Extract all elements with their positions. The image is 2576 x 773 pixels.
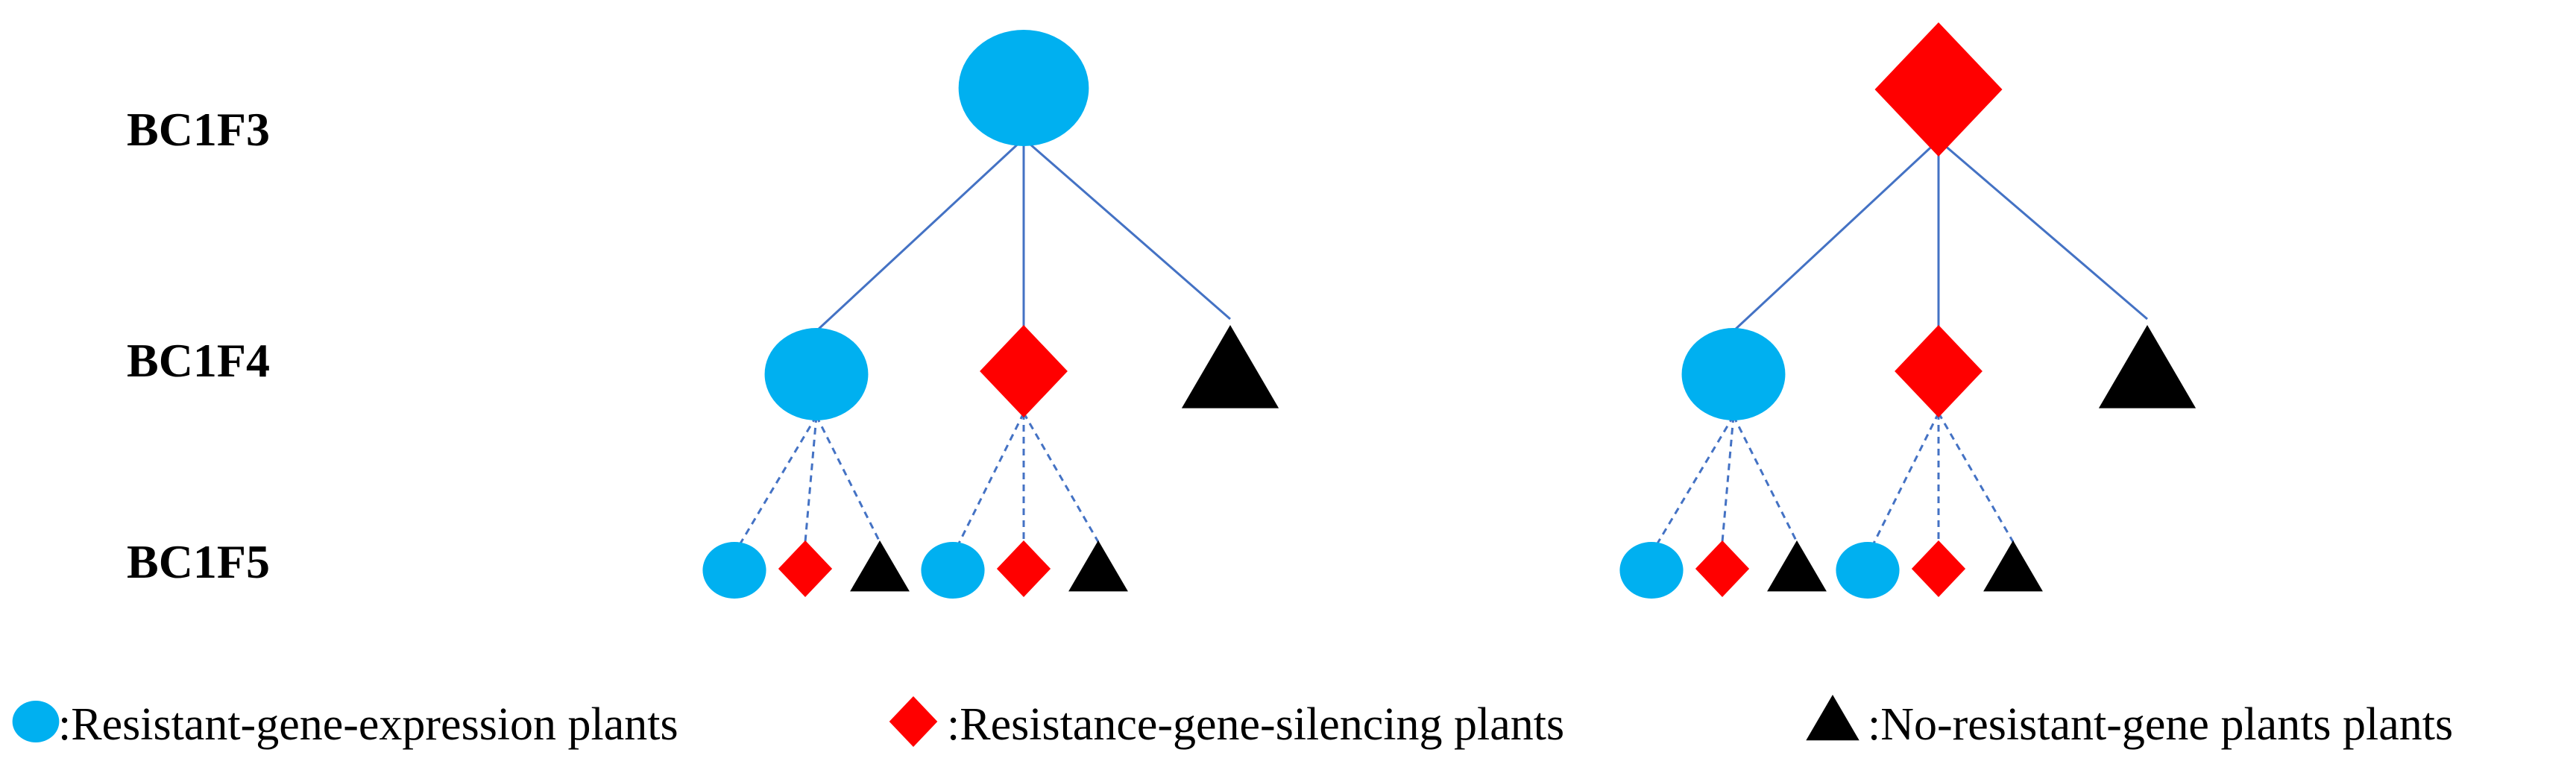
tree-2-dashed-connector-1-3 [1732, 415, 1798, 543]
tree-1-solid-connector-1 [815, 137, 1025, 332]
tree-2-dashed-connector-2-1 [1872, 412, 1940, 544]
tree-1-bc1f3-circle-icon [958, 30, 1089, 146]
tree-2-solid-connector-1 [1732, 139, 1940, 332]
tree-1-bc1f5-triangle-icon-1-3 [850, 540, 910, 592]
resistant-gene-expression-plant-circle-icon [12, 701, 60, 742]
legend: :Resistant-gene-expression plants :Resis… [12, 695, 2453, 750]
tree-2-bc1f4-diamond-icon [1895, 325, 1983, 417]
legend-label-resistant-gene-expression: :Resistant-gene-expression plants [58, 699, 678, 750]
tree-1-bc1f5-circle-icon-1-1 [702, 542, 766, 599]
legend-label-no-resistant-gene: :No-resistant-gene plants plants [1868, 699, 2453, 750]
tree-2-bc1f3-diamond-icon [1874, 22, 2003, 157]
tree-2-bc1f5-circle-icon-2-1 [1836, 542, 1900, 599]
tree-2-dashed-connector-1-2 [1721, 415, 1735, 543]
plant-nodes [702, 22, 2196, 599]
connector-lines [739, 137, 2148, 544]
tree-1-solid-connector-3 [1023, 137, 1231, 321]
tree-2-bc1f4-circle-icon [1681, 328, 1786, 420]
tree-2-bc1f5-triangle-icon-2-3 [1983, 540, 2043, 592]
tree-2-dashed-connector-1-1 [1656, 415, 1735, 544]
tree-2-bc1f5-diamond-icon-1-2 [1695, 540, 1750, 597]
tree-1-dashed-connector-2-1 [957, 412, 1025, 544]
tree-1-bc1f4-circle-icon [764, 328, 869, 420]
tree-1-bc1f4-diamond-icon [980, 325, 1068, 417]
tree-2-solid-connector-3 [1938, 139, 2148, 321]
generation-label-bc1f5: BC1F5 [127, 535, 270, 588]
tree-1-dashed-connector-1-3 [815, 415, 881, 543]
legend-label-resistance-gene-silencing: :Resistance-gene-silencing plants [947, 699, 1564, 750]
tree-1-bc1f4-triangle-icon [1181, 325, 1279, 408]
tree-2-dashed-connector-2-3 [1937, 412, 2015, 543]
tree-1-dashed-connector-2-3 [1022, 412, 1100, 543]
tree-2-bc1f5-triangle-icon-1-3 [1767, 540, 1827, 592]
tree-1-dashed-connector-1-2 [804, 415, 818, 543]
no-resistant-gene-plant-triangle-icon [1806, 695, 1859, 741]
tree-2-bc1f4-triangle-icon [2098, 325, 2196, 408]
tree-2-bc1f5-diamond-icon-2-2 [1911, 540, 1966, 597]
tree-1-bc1f5-diamond-icon-1-2 [778, 540, 833, 597]
tree-2-bc1f5-circle-icon-1-1 [1619, 542, 1684, 599]
resistance-gene-silencing-plant-diamond-icon [889, 696, 938, 747]
tree-1-bc1f5-triangle-icon-2-3 [1068, 540, 1128, 592]
generation-label-bc1f3: BC1F3 [127, 103, 270, 156]
tree-1-bc1f5-circle-icon-2-1 [921, 542, 985, 599]
tree-1-dashed-connector-1-1 [739, 415, 818, 544]
generation-label-bc1f4: BC1F4 [127, 334, 270, 387]
tree-1-bc1f5-diamond-icon-2-2 [996, 540, 1051, 597]
